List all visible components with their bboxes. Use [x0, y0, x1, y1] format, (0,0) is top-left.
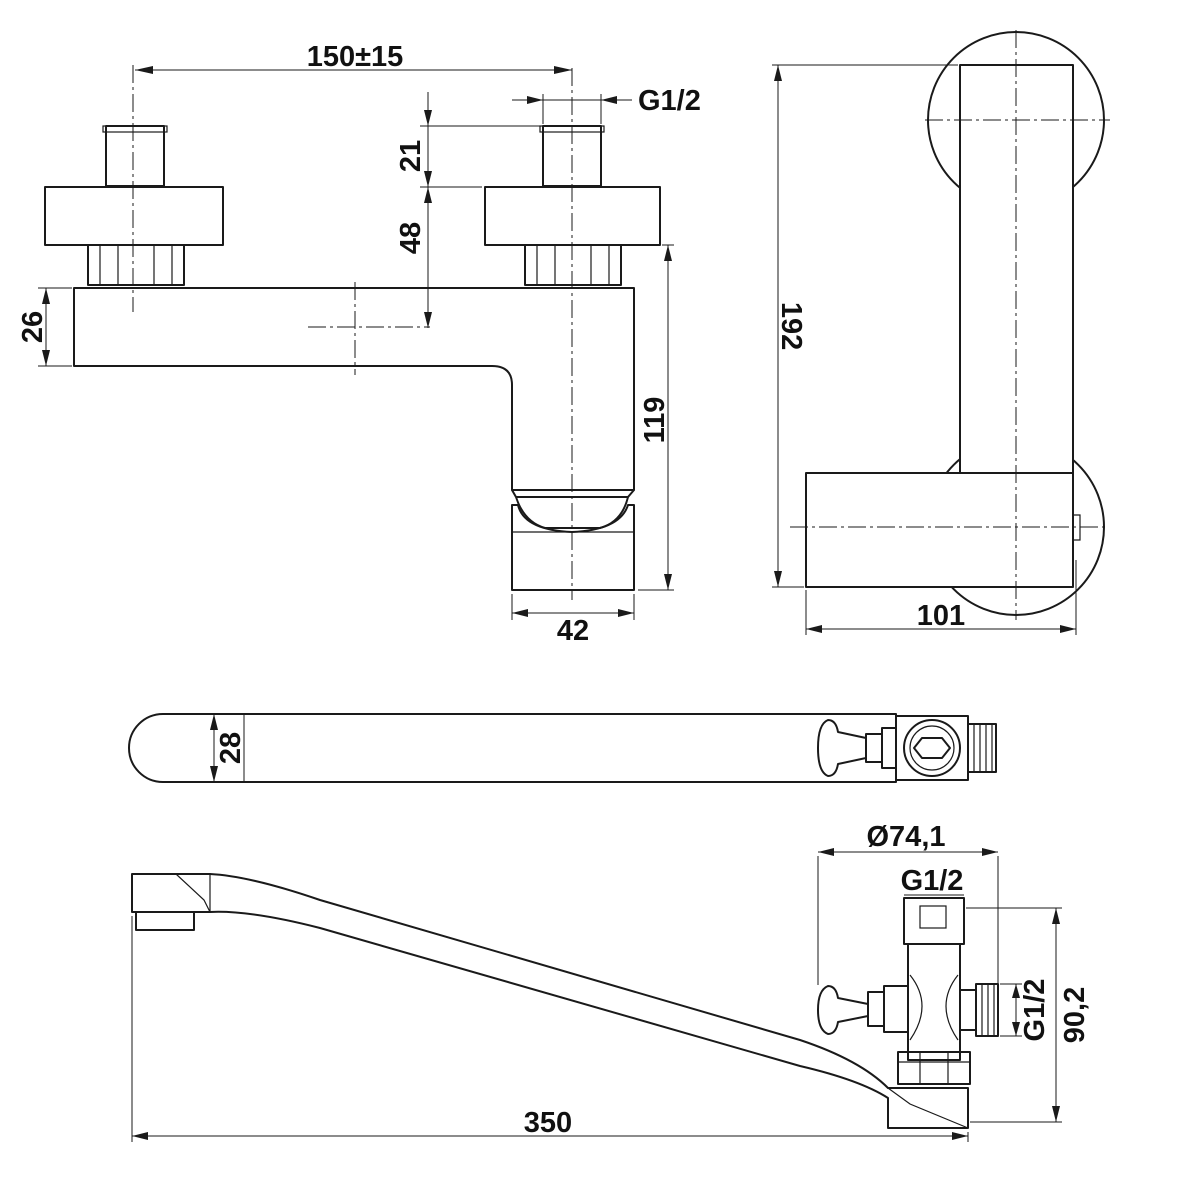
dim-side-thread: G1/2: [1019, 979, 1051, 1042]
dim-eccentric-height: 48: [395, 222, 427, 254]
dim-nipple-length: 21: [395, 140, 427, 172]
dim-spout-width: 28: [215, 732, 247, 764]
spout-outline: [131, 873, 969, 1129]
side-handle: [817, 985, 869, 1035]
side-view: 192 101: [772, 30, 1110, 635]
valve-body: [907, 943, 961, 1061]
top-thread: [967, 723, 997, 773]
dim-body-height: 26: [17, 311, 49, 343]
dim-spout-length: 350: [524, 1107, 572, 1139]
valve-bottom-nut: [897, 1051, 971, 1085]
spout-view: Ø74,1 G1/2 G1/2 90,2 350: [131, 821, 1091, 1142]
dim-centre-distance: 150±15: [307, 41, 404, 73]
dim-inlet-thread: G1/2: [638, 85, 701, 117]
dim-body-height-90: 90,2: [1059, 987, 1091, 1043]
right-hex-nut: [524, 244, 622, 286]
dim-side-depth: 101: [917, 600, 965, 632]
spout-top: [128, 713, 897, 783]
dim-top-thread: G1/2: [901, 865, 964, 897]
side-thread: [959, 989, 977, 1031]
top-handle: [817, 719, 867, 777]
dim-overall-height: 119: [639, 397, 671, 444]
aerator: [135, 911, 195, 931]
left-hex-nut: [87, 244, 185, 286]
left-flange: [44, 186, 224, 246]
front-view: 150±15 G1/2 21 48 26 119: [17, 41, 701, 647]
hex-socket: [913, 737, 951, 759]
outlet-block: [511, 504, 635, 591]
valve-top-nut: [903, 897, 965, 945]
dim-side-height: 192: [775, 302, 807, 350]
left-nipple: [105, 125, 165, 187]
dim-outlet-width: 42: [557, 615, 589, 647]
dim-diameter: Ø74,1: [867, 821, 946, 853]
top-view: 28: [128, 713, 997, 783]
side-outlet: [805, 472, 1074, 588]
mixer-body: [73, 287, 635, 491]
